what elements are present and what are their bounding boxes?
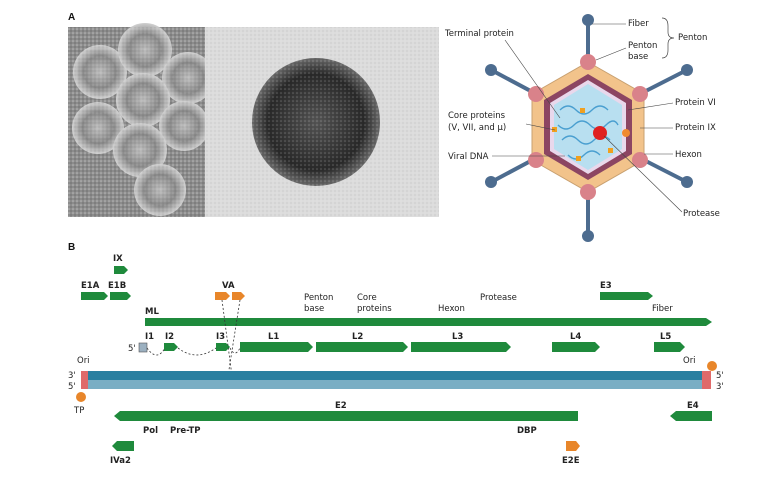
terminal-protein-left	[76, 392, 86, 402]
label-penton-base-g1: Penton	[304, 293, 333, 303]
label-protein-vi: Protein VI	[675, 98, 716, 108]
label-protein-ix: Protein IX	[675, 123, 716, 133]
label-e2e: E2E	[562, 456, 580, 466]
panel-b-label: B	[68, 242, 75, 253]
label-penton-base-2: base	[628, 52, 648, 62]
label-penton-base-g2: base	[304, 304, 324, 314]
label-i1: I1	[145, 332, 154, 342]
gene-arrows	[81, 266, 712, 451]
label-l1: L1	[268, 332, 279, 342]
label-ix: IX	[113, 254, 123, 264]
label-core-proteins-1: Core proteins	[448, 111, 506, 121]
label-hexon: Hexon	[675, 150, 702, 160]
label-dbp: DBP	[517, 426, 537, 436]
label-e1a: E1A	[81, 281, 100, 291]
dna-duplex	[76, 361, 717, 402]
label-e3: E3	[600, 281, 612, 291]
label-l2: L2	[352, 332, 363, 342]
label-fiber: Fiber	[628, 19, 649, 29]
em-micrograph-single	[205, 27, 439, 217]
label-va: VA	[222, 281, 235, 291]
label-five-prime-tr: 5'	[716, 371, 724, 381]
label-i2: I2	[165, 332, 174, 342]
label-e2: E2	[335, 401, 347, 411]
label-fiber-g: Fiber	[652, 304, 673, 314]
va-rna-arrows	[215, 292, 580, 451]
em-micrograph-cluster	[68, 23, 214, 217]
label-ori-right: Ori	[683, 356, 696, 366]
label-l4: L4	[570, 332, 581, 342]
label-five-prime-bl: 5'	[68, 382, 76, 392]
label-five-prime-leader: 5'	[128, 344, 136, 354]
genome-labels: IX E1A E1B VA E3 ML Penton base Core pro…	[68, 254, 724, 466]
label-core-proteins-g1: Core	[357, 293, 377, 303]
label-ml: ML	[145, 307, 159, 317]
splice-lines	[146, 299, 241, 377]
label-protease: Protease	[683, 209, 720, 219]
label-ori-left: Ori	[77, 356, 90, 366]
terminal-protein-right	[707, 361, 717, 371]
label-l5: L5	[660, 332, 671, 342]
label-pol: Pol	[143, 426, 158, 436]
label-three-prime-br: 3'	[716, 382, 724, 392]
label-tp: TP	[73, 406, 84, 416]
label-e1b: E1B	[108, 281, 126, 291]
label-core-proteins-2: (V, VII, and μ)	[448, 123, 506, 133]
label-core-proteins-g2: proteins	[357, 304, 392, 314]
label-penton: Penton	[678, 33, 707, 43]
label-l3: L3	[452, 332, 463, 342]
label-hexon-g: Hexon	[438, 304, 465, 314]
cap-box	[138, 342, 148, 353]
label-pre-tp: Pre-TP	[170, 426, 201, 436]
label-three-prime-tl: 3'	[68, 371, 76, 381]
virion-labels: Terminal protein Fiber Penton base Pento…	[444, 17, 720, 219]
label-e4: E4	[687, 401, 699, 411]
label-penton-base-1: Penton	[628, 41, 657, 51]
panel-a-label: A	[68, 12, 75, 23]
label-iva2: IVa2	[110, 456, 131, 466]
label-terminal-protein: Terminal protein	[444, 29, 514, 39]
label-protease-g: Protease	[480, 293, 517, 303]
virion-schematic	[485, 14, 693, 242]
label-viral-dna: Viral DNA	[448, 152, 489, 162]
label-i3: I3	[216, 332, 225, 342]
